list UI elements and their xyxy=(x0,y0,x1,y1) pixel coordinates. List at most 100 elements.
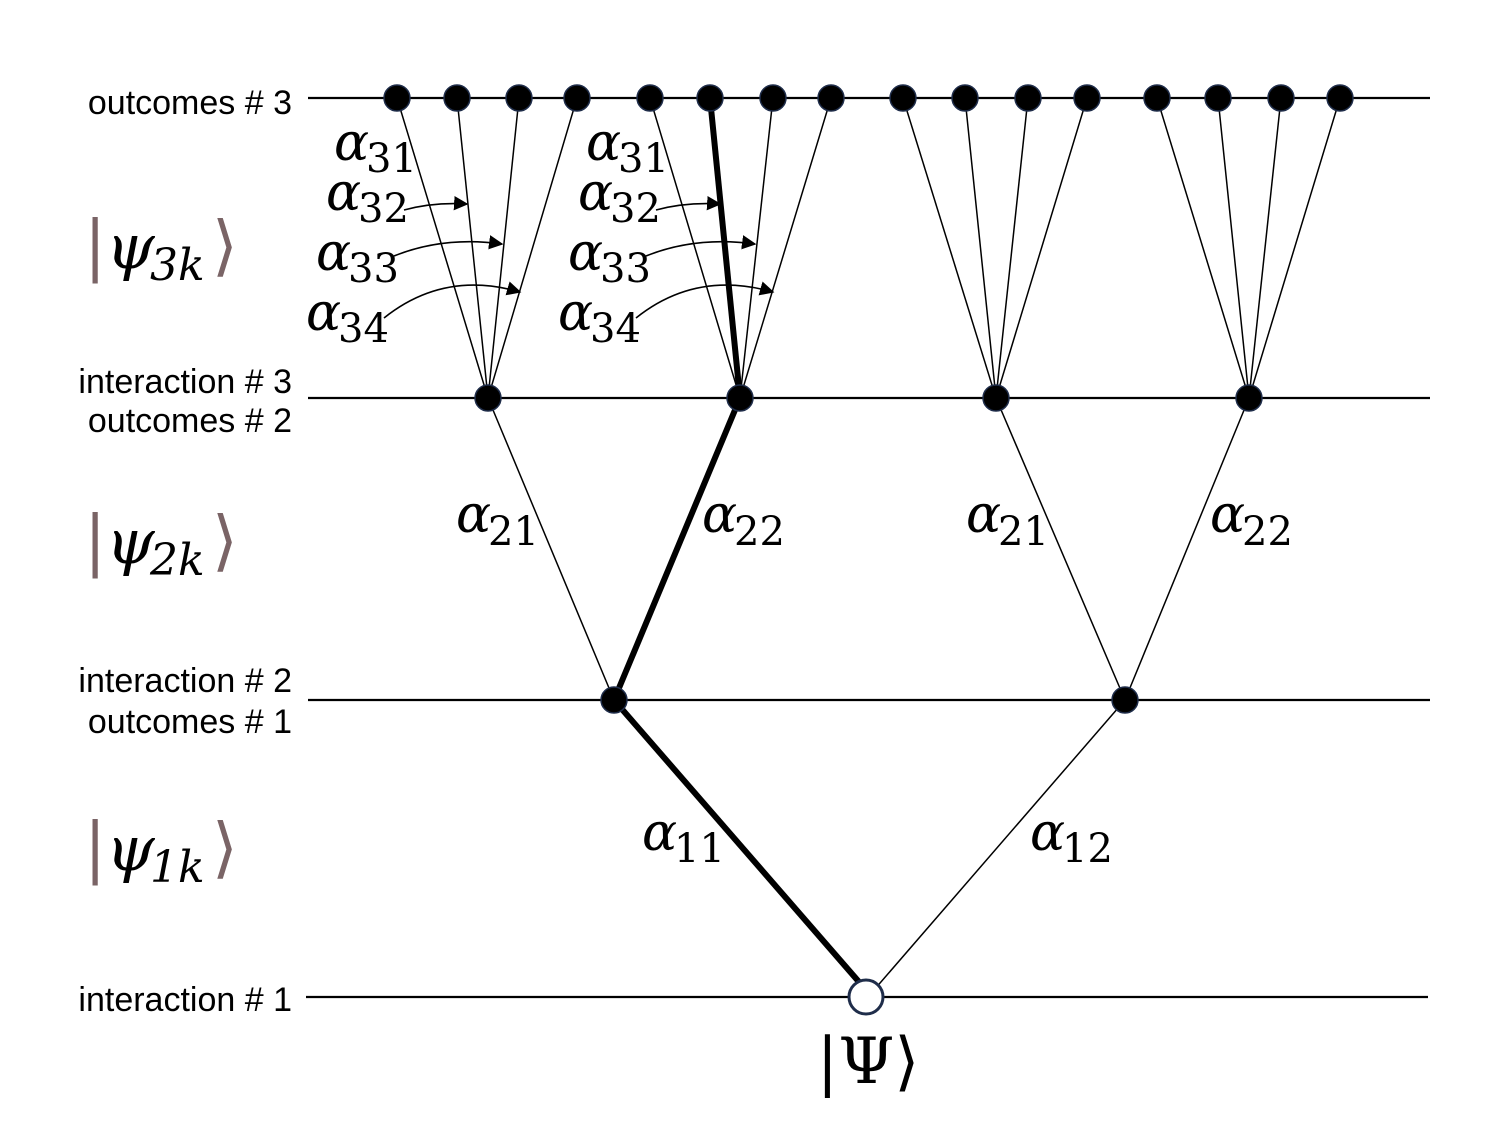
psi-symbol: ψ xyxy=(106,812,156,885)
label-alpha-31-fan2: α 31 xyxy=(586,113,669,182)
branch-left-a22 xyxy=(611,396,743,702)
arrow-fan2-a33 xyxy=(645,235,757,257)
state-psi1: | ψ 1k ⟩ xyxy=(84,809,238,893)
fan1-branch-1 xyxy=(396,97,489,399)
alpha-symbol: α xyxy=(586,113,621,173)
fan3-branch-3 xyxy=(995,97,1029,399)
label-alpha-21-left: α 21 xyxy=(456,485,539,555)
alpha-symbol: α xyxy=(316,223,351,283)
ket-open: | xyxy=(84,502,106,579)
node xyxy=(600,686,628,714)
ket-close: ⟩ xyxy=(212,809,238,886)
node xyxy=(696,84,724,112)
node xyxy=(982,384,1010,412)
arrow-fan1-a34 xyxy=(383,281,522,319)
interaction-3-nodes xyxy=(474,384,1263,412)
alpha-subscript: 33 xyxy=(348,246,399,292)
alpha-subscript: 32 xyxy=(358,186,409,232)
fan2-branch-3 xyxy=(739,97,774,399)
label-interaction-3: interaction # 3 xyxy=(78,363,292,401)
node xyxy=(1326,84,1354,112)
fan1-branch-4 xyxy=(487,97,578,399)
label-alpha-34-fan2: α 34 xyxy=(558,283,641,352)
alpha-subscript: 21 xyxy=(488,509,539,555)
arrow-fan1-a33 xyxy=(393,235,504,257)
alpha-symbol: α xyxy=(456,485,491,545)
fan3-branch-1 xyxy=(902,97,997,399)
alpha-subscript: 22 xyxy=(734,509,785,555)
node xyxy=(759,84,787,112)
alpha-symbol: α xyxy=(1030,803,1065,863)
node xyxy=(563,84,591,112)
alpha-symbol: α xyxy=(966,485,1001,545)
node xyxy=(1014,84,1042,112)
node xyxy=(1073,84,1101,112)
label-alpha-33-fan1: α 33 xyxy=(316,223,399,292)
alpha-symbol: α xyxy=(568,223,603,283)
fan2-branch-4 xyxy=(739,97,832,399)
alpha-subscript: 31 xyxy=(366,136,417,182)
branch-right-a21 xyxy=(995,397,1126,701)
alpha-subscript: 11 xyxy=(674,826,725,872)
node xyxy=(505,84,533,112)
alpha-subscript: 12 xyxy=(1062,826,1113,872)
fan1-branch-2 xyxy=(456,97,489,399)
branch-left-a21 xyxy=(487,397,615,701)
fan3-branch-4 xyxy=(995,97,1088,399)
label-outcomes-1: outcomes # 1 xyxy=(88,703,292,741)
node xyxy=(726,384,754,412)
label-alpha-12: α 12 xyxy=(1030,803,1113,872)
state-psi3: | ψ 3k ⟩ xyxy=(84,207,238,291)
label-alpha-11: α 11 xyxy=(642,803,725,872)
fan4-branch-4 xyxy=(1248,97,1341,399)
alpha-symbol: α xyxy=(1210,485,1245,545)
alpha-subscript: 22 xyxy=(1242,509,1293,555)
alpha-subscript: 33 xyxy=(600,246,651,292)
psi-subscript: 2k xyxy=(149,535,205,586)
alpha-symbol: α xyxy=(642,803,677,863)
fan4-branch-3 xyxy=(1248,97,1282,399)
outcome-3-nodes xyxy=(383,84,1354,112)
ket-close: ⟩ xyxy=(212,207,238,284)
root-node xyxy=(847,978,885,1016)
ket-open: | xyxy=(84,809,106,886)
psi-subscript: 3k xyxy=(150,240,205,291)
branch-a12 xyxy=(873,699,1126,991)
label-alpha-33-fan2: α 33 xyxy=(568,223,651,292)
alpha-symbol: α xyxy=(558,283,593,343)
fan1-branch-3 xyxy=(487,97,520,399)
ket-close: ⟩ xyxy=(212,502,238,579)
label-alpha-21-right: α 21 xyxy=(966,485,1049,555)
alpha-symbol: α xyxy=(702,485,737,545)
alpha-symbol: α xyxy=(326,163,361,223)
state-psi2: | ψ 2k ⟩ xyxy=(84,502,238,586)
psi-symbol: ψ xyxy=(106,210,156,283)
label-alpha-31-fan1: α 31 xyxy=(334,113,417,182)
node xyxy=(1111,686,1139,714)
label-alpha-32-fan2: α 32 xyxy=(578,163,661,232)
psi-symbol: ψ xyxy=(106,505,156,578)
node xyxy=(636,84,664,112)
node xyxy=(817,84,845,112)
arrow-fan1-a32 xyxy=(403,196,469,211)
label-interaction-1: interaction # 1 xyxy=(78,981,292,1019)
node xyxy=(474,384,502,412)
node xyxy=(443,84,471,112)
label-interaction-2: interaction # 2 xyxy=(78,662,292,700)
alpha-symbol: α xyxy=(578,163,613,223)
alpha-subscript: 34 xyxy=(338,306,389,352)
label-outcomes-3: outcomes # 3 xyxy=(88,84,292,122)
fan4-branch-1 xyxy=(1156,97,1250,399)
fan2-branch-1 xyxy=(649,97,741,399)
branch-right-a22 xyxy=(1124,397,1250,701)
label-alpha-34-fan1: α 34 xyxy=(306,283,389,352)
label-alpha-32-fan1: α 32 xyxy=(326,163,409,232)
fan4-branch-2 xyxy=(1217,97,1250,399)
node xyxy=(383,84,411,112)
arrow-fan2-a34 xyxy=(635,281,775,319)
label-alpha-22-right: α 22 xyxy=(1210,485,1293,555)
label-outcomes-2: outcomes # 2 xyxy=(88,402,292,440)
root-state-label: |Ψ⟩ xyxy=(817,1025,920,1099)
arrow-fan2-a32 xyxy=(655,196,722,211)
